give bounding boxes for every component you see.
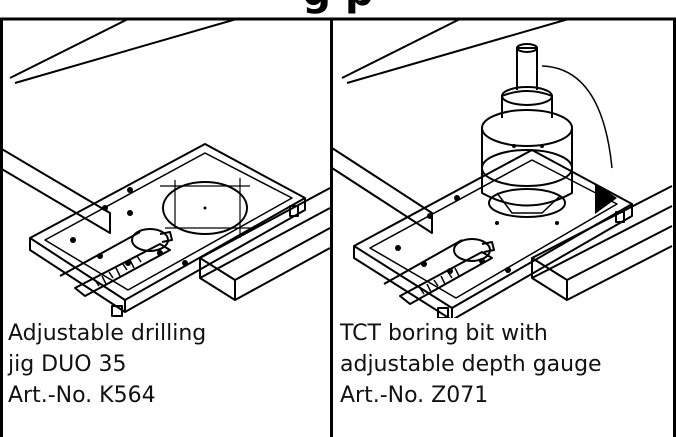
drilling-jig-illustration xyxy=(0,18,330,317)
panel-drilling-jig: Adjustable drilling jig DUO 35 Art.-No. … xyxy=(0,18,330,437)
caption-line: adjustable depth gauge xyxy=(340,352,602,377)
caption-line: Adjustable drilling xyxy=(8,321,207,346)
figure-heading-cropped: g p xyxy=(0,0,676,14)
caption-line: TCT boring bit with xyxy=(340,321,548,346)
boring-bit-illustration xyxy=(332,18,673,318)
panel-boring-bit: TCT boring bit with adjustable depth gau… xyxy=(332,18,676,437)
caption-boring-bit: TCT boring bit with adjustable depth gau… xyxy=(340,318,670,411)
caption-line: jig DUO 35 xyxy=(8,352,127,377)
caption-line: Art.-No. K564 xyxy=(8,383,156,408)
caption-line: Art.-No. Z071 xyxy=(340,383,489,408)
rotation-arrow-icon xyxy=(595,183,617,214)
caption-drilling-jig: Adjustable drilling jig DUO 35 Art.-No. … xyxy=(8,318,338,411)
